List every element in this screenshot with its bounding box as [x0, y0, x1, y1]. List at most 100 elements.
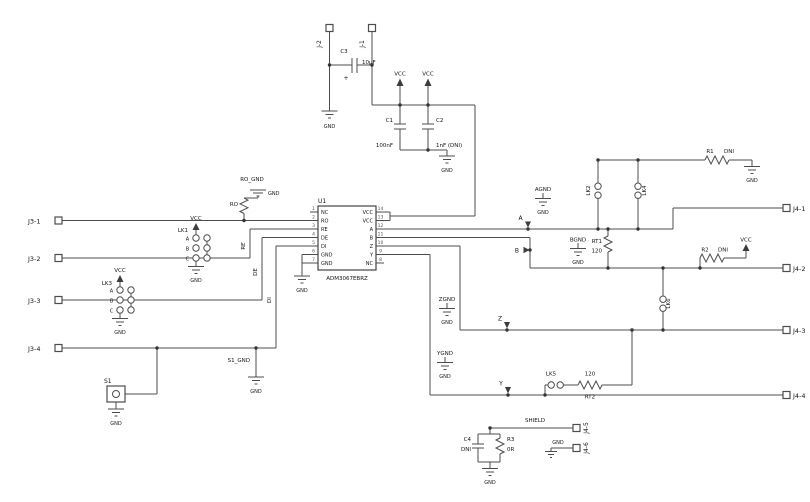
gnd-label: GND	[441, 320, 453, 326]
jumper-pin	[127, 286, 135, 294]
connector-j4-2-label: J4-2	[792, 265, 806, 273]
connector-j3-3	[54, 295, 63, 305]
r2-value-label: DNI	[718, 248, 728, 254]
junction-dot	[636, 227, 640, 231]
gnd-label: GND	[484, 480, 496, 486]
junction-dot	[606, 266, 610, 270]
ic-pin-name: DE	[321, 236, 328, 242]
shield-net-label: SHIELD	[525, 418, 545, 424]
ic-pin-name: Z	[370, 244, 374, 250]
c3-value-label: 10μF	[362, 60, 376, 66]
vcc-label: VCC	[740, 238, 752, 244]
lk4-ref-label: LK4	[642, 185, 648, 196]
connector-j4-6-label: J4-6	[583, 442, 590, 455]
lk1-position-label: B	[186, 247, 190, 253]
testpoint-z-label: Z	[498, 316, 502, 323]
junction-dot	[505, 328, 509, 332]
resistor-ro-symbol	[238, 197, 250, 214]
connector-j2	[325, 23, 334, 33]
jumper-pin	[659, 304, 667, 312]
ic-pin-number: 6	[312, 249, 315, 255]
jumper-pin	[659, 295, 667, 303]
junction-dot	[636, 158, 640, 162]
ro-ref-label: RO	[230, 202, 239, 208]
lk2-ref-label: LK2	[586, 185, 592, 195]
ic-pin-name: DI	[321, 244, 326, 250]
switch-ref-label: S1	[104, 378, 112, 385]
ic-pin-number: 14	[378, 206, 384, 212]
r3-ref-label: R3	[507, 437, 515, 443]
junction-dot	[528, 248, 532, 252]
ic-pin-name: GND	[321, 261, 333, 267]
gnd-label: GND	[190, 278, 202, 284]
ic-pin-number: 3	[312, 223, 315, 229]
connector-j4-5	[572, 423, 581, 433]
ic-pin-name: B	[370, 236, 374, 242]
c1-value-label: 100nF	[376, 143, 393, 149]
testpoint-a-label: A	[518, 215, 523, 222]
connector-j3-1	[54, 216, 63, 225]
junction-dot	[254, 346, 258, 350]
jumper-pin	[116, 286, 124, 294]
c3-polarity-label: +	[343, 75, 348, 82]
vcc-arrow	[192, 223, 200, 230]
connector-j3-2-label: J3-2	[27, 255, 41, 263]
junction-dot	[426, 103, 430, 107]
switch-button	[112, 390, 120, 398]
jumper-pin	[127, 296, 135, 304]
testpoint-y-label: Y	[498, 381, 503, 388]
junction-dot	[426, 148, 430, 152]
junction-dot	[596, 158, 600, 162]
jumper-pin	[634, 191, 642, 199]
ro-gnd-net-label: RO_GND	[240, 177, 264, 183]
junction-dot	[661, 328, 665, 332]
connector-j3-4-label: J3-4	[27, 345, 41, 353]
ic-pin-name: RE	[321, 227, 328, 233]
ic-pin-name: VCC	[363, 210, 374, 216]
ic-pin-name: Y	[369, 253, 374, 259]
junction-dot	[370, 63, 374, 67]
vcc-label: VCC	[190, 216, 202, 222]
resistor-rt1-symbol	[602, 235, 614, 253]
connector-j3-2	[54, 253, 63, 263]
jumper-pin	[634, 182, 642, 190]
junction-dot	[488, 426, 492, 430]
testpoint-z-arrow	[504, 322, 510, 329]
connector-j4-6	[572, 443, 581, 453]
junction-dot	[543, 393, 547, 397]
connector-j3-4	[54, 343, 63, 353]
ic-pin-number: 4	[312, 232, 315, 238]
wires	[62, 31, 783, 469]
connector-j4-1-label: J4-1	[792, 205, 806, 213]
lk6-ref-label: LK6	[666, 298, 672, 309]
vcc-arrow	[396, 78, 404, 86]
r1-value-label: DNI	[724, 149, 734, 155]
ic-pin-name: NC	[321, 210, 329, 216]
junction-dot	[398, 103, 402, 107]
ic-pin-number: 2	[312, 215, 315, 221]
link-lk2	[594, 182, 602, 199]
r2-ref-label: R2	[701, 248, 708, 254]
vcc-arrow	[742, 244, 750, 251]
testpoint-a-arrow	[525, 221, 531, 228]
c1-ref-label: C1	[386, 118, 393, 124]
ic-pin-number: 10	[378, 240, 384, 246]
lk3-position-label: C	[110, 309, 114, 315]
resistor-r1-symbol	[704, 154, 730, 166]
gnd-label: GND	[441, 168, 453, 174]
jumper-pin	[116, 296, 124, 304]
jumper-pin	[594, 182, 602, 190]
lk3-ref-label: LK3	[102, 281, 113, 287]
junction-dot	[155, 346, 159, 350]
ic-pin-number: 11	[378, 232, 384, 238]
r1-ref-label: R1	[706, 149, 713, 155]
ic-pin-number: 1	[312, 206, 315, 212]
junction-dot	[596, 227, 600, 231]
connector-j4-4	[782, 390, 791, 400]
testpoint-b-arrow	[523, 246, 530, 254]
connector-j4-3-label: J4-3	[792, 327, 806, 335]
junction-dot	[506, 393, 510, 397]
junction-dot	[698, 266, 702, 270]
c2-value-label: 1nF (DNI)	[436, 143, 462, 149]
